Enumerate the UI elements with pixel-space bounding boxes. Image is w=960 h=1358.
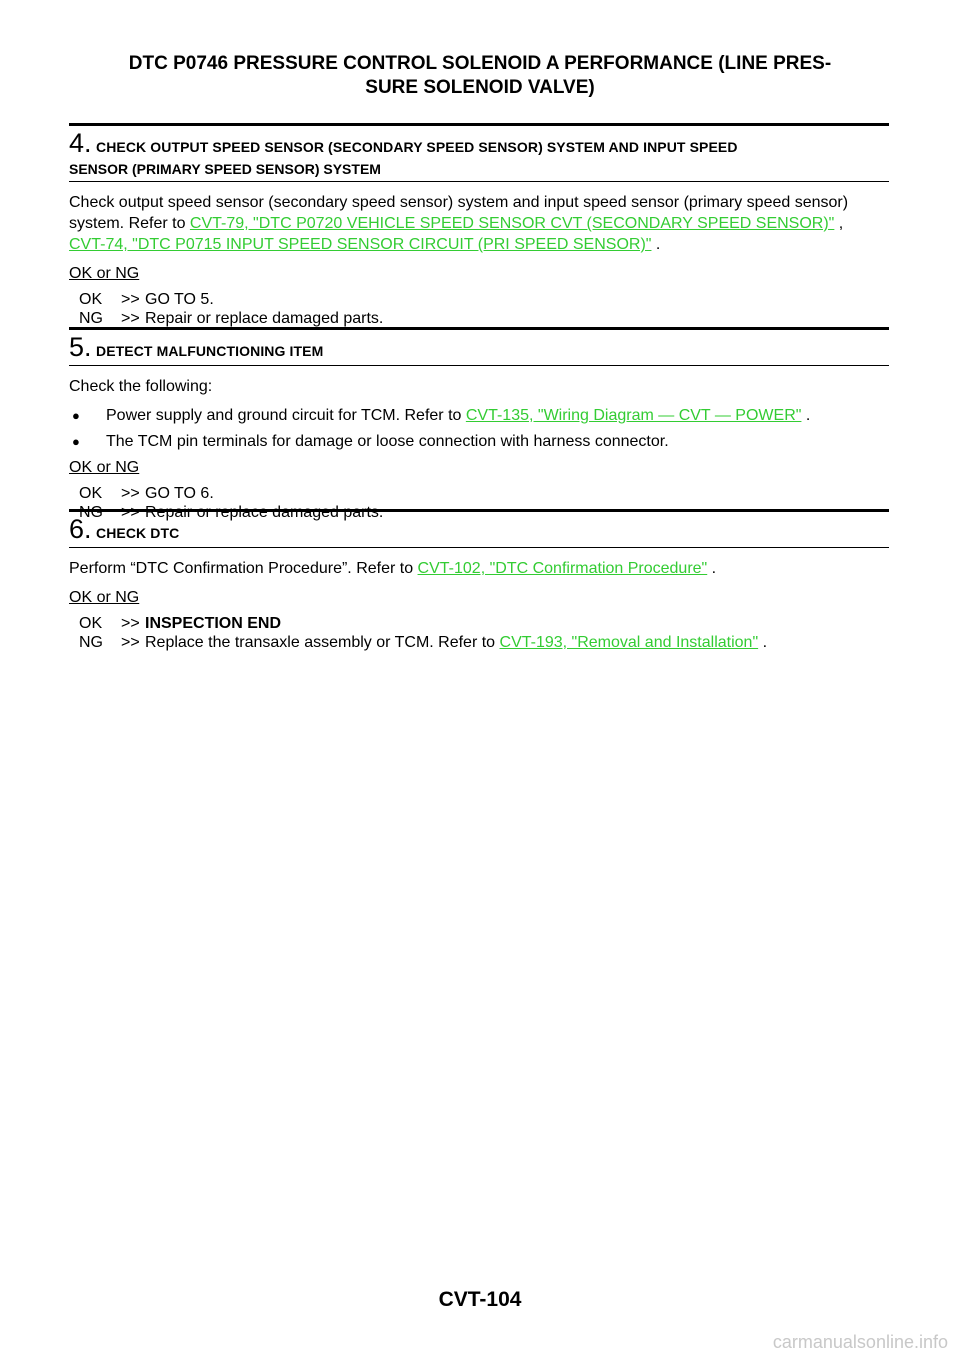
list-item: ● Power supply and ground circuit for TC…	[69, 405, 889, 426]
bullet-icon: ●	[72, 408, 80, 423]
result-ok: OK >> INSPECTION END	[79, 615, 282, 632]
step-6: 6. CHECK DTC Perform “DTC Confirmation P…	[69, 509, 889, 652]
step-title-line-2: SENSOR (PRIMARY SPEED SENSOR) SYSTEM	[69, 161, 381, 177]
list-item: ● The TCM pin terminals for damage or lo…	[69, 431, 889, 452]
step-number: 6.	[69, 514, 92, 544]
step-title: CHECK DTC	[95, 525, 180, 541]
ok-or-ng-label: OK or NG	[69, 589, 140, 606]
title-line-1: DTC P0746 PRESSURE CONTROL SOLENOID A PE…	[128, 53, 832, 74]
step-5-results: OK >> GO TO 6. NG >> Repair or replace d…	[79, 484, 889, 522]
step-title: CHECK OUTPUT SPEED SENSOR (SECONDARY SPE…	[95, 139, 738, 155]
ok-or-ng-label: OK or NG	[69, 265, 140, 282]
step-number: 4.	[69, 128, 92, 158]
ok-or-ng-label: OK or NG	[69, 459, 140, 476]
link-cvt-79[interactable]: CVT-79, "DTC P0720 VEHICLE SPEED SENSOR …	[189, 215, 835, 232]
step-6-header: 6. CHECK DTC	[69, 509, 889, 548]
step-5-header: 5. DETECT MALFUNCTIONING ITEM	[69, 327, 889, 366]
step-5: 5. DETECT MALFUNCTIONING ITEM Check the …	[69, 327, 889, 522]
title-line-2: SURE SOLENOID VALVE)	[365, 77, 595, 98]
result-ok: OK >> GO TO 5.	[79, 291, 214, 308]
bullet-icon: ●	[72, 434, 80, 449]
page-title: DTC P0746 PRESSURE CONTROL SOLENOID A PE…	[40, 52, 920, 100]
step-5-text: Check the following:	[69, 378, 213, 395]
step-title: DETECT MALFUNCTIONING ITEM	[95, 343, 324, 359]
step-number: 5.	[69, 332, 92, 362]
step-4: 4. CHECK OUTPUT SPEED SENSOR (SECONDARY …	[69, 123, 889, 328]
step-4-text: Check output speed sensor (secondary spe…	[69, 194, 849, 253]
result-ng: NG >> Repair or replace damaged parts.	[79, 310, 384, 327]
step-4-header: 4. CHECK OUTPUT SPEED SENSOR (SECONDARY …	[69, 123, 889, 182]
result-ng: NG >> Repair or replace damaged parts.	[79, 504, 384, 521]
result-ok: OK >> GO TO 6.	[79, 485, 214, 502]
step-6-results: OK >> INSPECTION END NG >> Replace the t…	[79, 614, 889, 652]
link-cvt-193[interactable]: CVT-193, "Removal and Installation"	[499, 634, 759, 651]
link-cvt-102[interactable]: CVT-102, "DTC Confirmation Procedure"	[417, 560, 708, 577]
link-cvt-74[interactable]: CVT-74, "DTC P0715 INPUT SPEED SENSOR CI…	[69, 236, 652, 253]
step-4-results: OK >> GO TO 5. NG >> Repair or replace d…	[79, 290, 889, 328]
result-ng: NG >> Replace the transaxle assembly or …	[79, 634, 768, 651]
step-5-bullets: ● Power supply and ground circuit for TC…	[69, 405, 889, 452]
watermark: carmanualsonline.info	[772, 1332, 948, 1352]
page-number: CVT-104	[438, 1288, 522, 1311]
step-6-text: Perform “DTC Confirmation Procedure”. Re…	[69, 560, 717, 577]
link-cvt-135[interactable]: CVT-135, "Wiring Diagram — CVT — POWER"	[465, 407, 802, 424]
